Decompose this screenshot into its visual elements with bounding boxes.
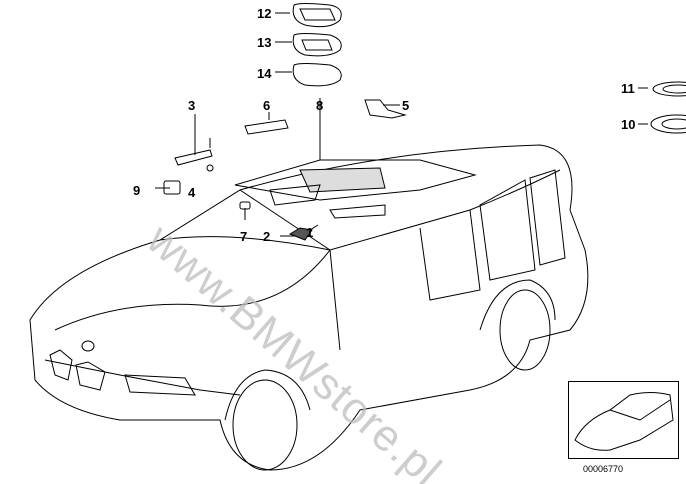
part-label-14: 14: [257, 66, 272, 81]
overview-inset: [568, 381, 679, 459]
part-label-2: 2: [263, 229, 271, 244]
part-label-13: 13: [257, 35, 272, 50]
part-label-1: 1: [306, 225, 314, 240]
part-label-12: 12: [257, 6, 272, 21]
part-label-7: 7: [240, 229, 248, 244]
part-label-9: 9: [133, 183, 141, 198]
image-code: 00006770: [583, 464, 624, 474]
part-label-10: 10: [621, 117, 636, 132]
part-label-6: 6: [263, 98, 271, 113]
part-label-5: 5: [402, 98, 410, 113]
part-label-11: 11: [621, 81, 635, 96]
part-label-4: 4: [188, 185, 196, 200]
part-label-3: 3: [188, 98, 196, 113]
part-label-8: 8: [316, 98, 324, 113]
